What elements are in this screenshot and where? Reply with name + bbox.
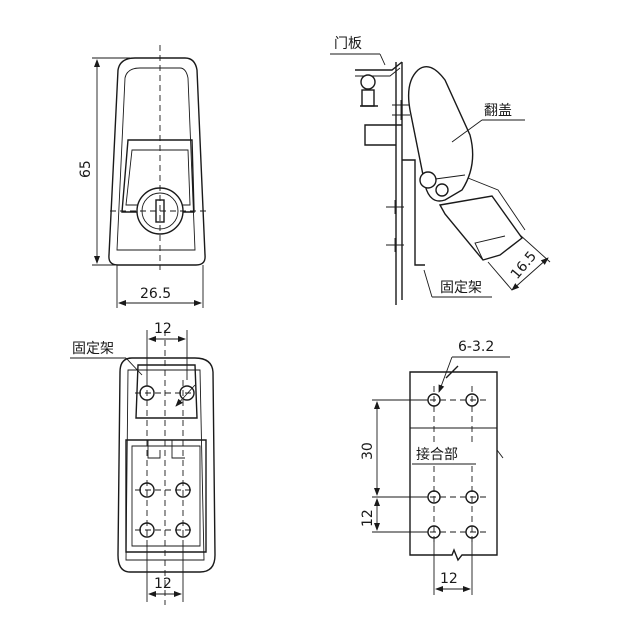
dim-top-12: 12 bbox=[154, 321, 172, 337]
label-flip-cover: 翻盖 bbox=[484, 103, 512, 119]
dim-offset-16-5: 16.5 bbox=[508, 248, 540, 282]
label-door-panel: 门板 bbox=[334, 36, 362, 52]
hinge-pin bbox=[360, 74, 376, 90]
label-fixing-frame-back: 固定架 bbox=[72, 341, 114, 357]
dim-vertical-12: 12 bbox=[360, 509, 376, 527]
dim-height-65: 65 bbox=[78, 160, 94, 178]
front-view: 65 26.5 bbox=[78, 45, 210, 308]
cutout-view: 30 12 12 6-3.2 接合部 bbox=[360, 339, 510, 595]
label-holes: 6-3.2 bbox=[458, 339, 494, 355]
dim-vertical-30: 30 bbox=[360, 442, 376, 460]
label-fixing-frame-side: 固定架 bbox=[440, 280, 482, 296]
label-joint: 接合部 bbox=[416, 446, 458, 463]
side-view: 16.5 门板 翻盖 固定架 bbox=[330, 36, 551, 305]
dim-width-26-5: 26.5 bbox=[140, 286, 171, 302]
dim-horizontal-12: 12 bbox=[440, 571, 458, 587]
back-view: 12 12 固定架 bbox=[70, 321, 216, 605]
dim-bottom-12: 12 bbox=[154, 576, 172, 592]
flip-cover bbox=[407, 66, 474, 202]
